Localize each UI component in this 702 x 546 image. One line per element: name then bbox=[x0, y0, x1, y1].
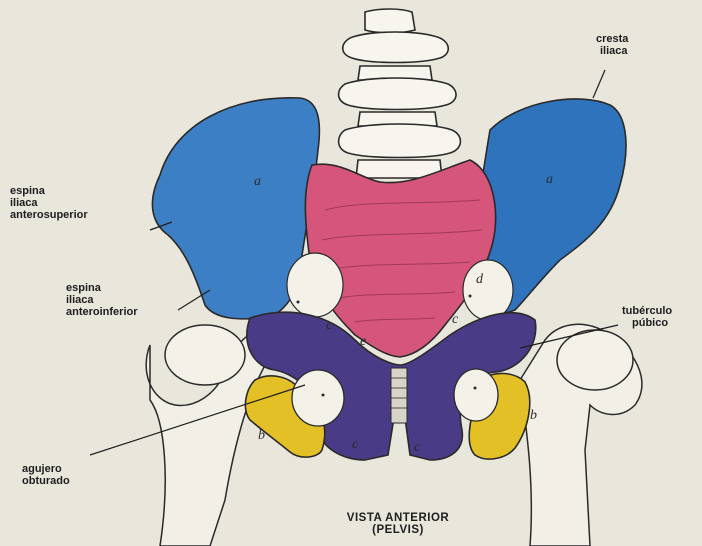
pelvic-inlet-right bbox=[463, 260, 513, 320]
femur-right bbox=[520, 324, 642, 546]
obturator-foramen-left bbox=[292, 370, 344, 426]
lumbar-vertebrae bbox=[339, 9, 461, 178]
caption-title: VISTA ANTERIOR bbox=[308, 512, 488, 524]
letter-b-right: b bbox=[530, 408, 537, 424]
caption-subtitle: (PELVIS) bbox=[308, 524, 488, 536]
label-tuberculo-pubico: tubérculo púbico bbox=[622, 305, 672, 329]
letter-c-4: c bbox=[414, 440, 420, 456]
femur-left bbox=[146, 325, 268, 546]
label-espina-iliaca-anteroinferior: espina iliaca anteroinferior bbox=[66, 282, 138, 318]
letter-a-right: a bbox=[546, 172, 553, 188]
letter-c-3: c bbox=[352, 437, 358, 453]
pubic-symphysis bbox=[391, 368, 407, 423]
letter-c-1: c bbox=[326, 318, 332, 334]
obturator-foramen-right bbox=[454, 369, 498, 421]
label-agujero-obturado: agujero obturado bbox=[22, 463, 70, 487]
letter-b-left: b bbox=[258, 428, 265, 444]
caption: VISTA ANTERIOR (PELVIS) bbox=[308, 512, 488, 536]
letter-a-left: a bbox=[254, 174, 261, 190]
pelvic-inlet-left bbox=[287, 253, 343, 317]
letter-e: e bbox=[360, 334, 366, 350]
label-cresta-iliaca: cresta iliaca bbox=[596, 33, 628, 57]
letter-c-2: c bbox=[452, 312, 458, 328]
label-espina-iliaca-anterosuperior: espina iliaca anterosuperior bbox=[10, 185, 88, 221]
letter-d: d bbox=[476, 272, 483, 288]
leader-cresta bbox=[593, 70, 605, 98]
